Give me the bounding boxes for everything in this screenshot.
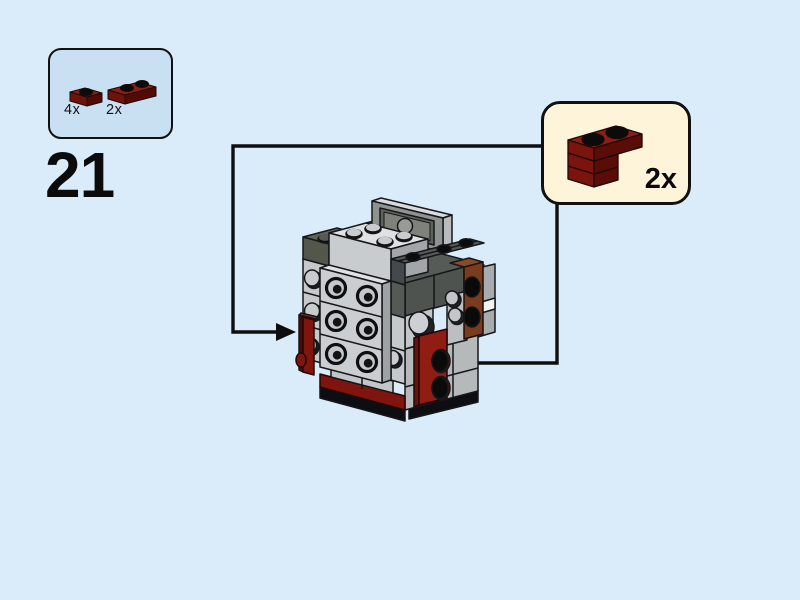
dark-red-stacked-plates-icon: [567, 125, 643, 188]
callout-part-thumbnail: [567, 125, 643, 188]
dark-red-plate-1x2-icon: [107, 80, 157, 105]
part-count-label: 2x: [106, 102, 123, 118]
step-number: 21: [45, 139, 115, 211]
callout-count-label: 2x: [644, 163, 677, 195]
parts-inventory-box: 4x 2x: [48, 48, 173, 139]
dark-red-plate-1x1-icon: [69, 87, 103, 107]
part-count-label: 4x: [64, 102, 81, 118]
part-thumbnails: [69, 80, 157, 107]
new-parts-callout: 2x: [541, 101, 691, 205]
callout-arrow-left: [231, 144, 543, 341]
model-illustration: [295, 197, 496, 422]
headlight-ring-studs: [324, 276, 379, 374]
